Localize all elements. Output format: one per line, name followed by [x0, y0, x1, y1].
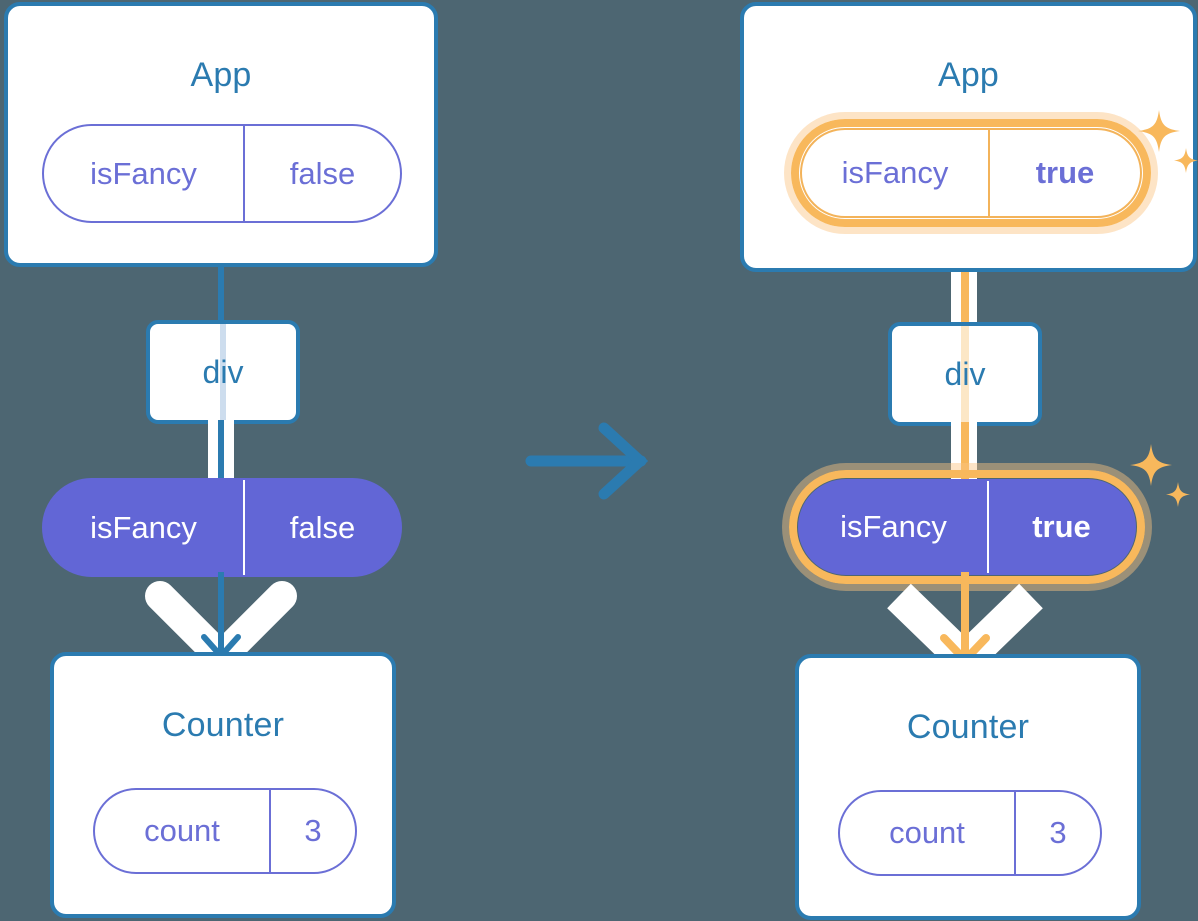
- pill-divider: [988, 130, 990, 216]
- node-div-label: div: [944, 355, 986, 392]
- pill-counter-count: count 3: [93, 788, 357, 874]
- pill-app-isfancy: isFancy true: [800, 128, 1142, 218]
- sparkles-app: [1138, 110, 1198, 173]
- connector-app-to-div: [218, 262, 224, 322]
- card-app: App isFancy false: [4, 2, 438, 267]
- card-counter-title: Counter: [906, 708, 1030, 746]
- sparkle-small-icon: [1166, 482, 1190, 507]
- pill-divider: [269, 790, 271, 872]
- panel-before: App isFancy false div isFancy false: [4, 2, 438, 918]
- pill-divider: [987, 481, 989, 573]
- sparkle-large-icon: [1130, 444, 1172, 486]
- card-app-title: App: [937, 56, 1000, 94]
- pill-app-isfancy: isFancy false: [42, 124, 402, 223]
- pill-prop-isfancy-key: isFancy: [90, 509, 197, 545]
- pill-counter-count-key: count: [889, 815, 965, 850]
- panel-after: App isFancy true div isFanc: [599, 0, 1198, 921]
- pill-app-isfancy-key: isFancy: [90, 155, 197, 191]
- sparkles-prop: [1130, 444, 1190, 507]
- sparkle-large-icon: [1138, 110, 1180, 152]
- pill-app-isfancy-key: isFancy: [841, 155, 949, 190]
- node-div: div: [888, 322, 1042, 426]
- pill-counter-count: count 3: [838, 790, 1102, 876]
- pill-prop-isfancy-value: true: [1032, 509, 1091, 544]
- card-counter-title: Counter: [161, 706, 285, 744]
- pill-divider: [243, 480, 245, 575]
- connector-through-div: [220, 324, 226, 420]
- node-div: div: [146, 320, 300, 424]
- card-app: App isFancy true: [740, 2, 1198, 272]
- card-counter: Counter count 3: [795, 654, 1141, 920]
- connector-div-to-pill: [218, 420, 224, 498]
- connector-through-div: [961, 326, 969, 422]
- sparkle-small-icon: [1174, 148, 1198, 173]
- pill-divider: [1014, 792, 1016, 874]
- card-app-title: App: [190, 56, 252, 94]
- pill-counter-count-value: 3: [1049, 815, 1067, 850]
- pill-counter-count-value: 3: [304, 813, 322, 848]
- connector-div-to-pill: [961, 422, 969, 500]
- node-div-label: div: [202, 353, 244, 390]
- pill-app-isfancy-value: false: [289, 155, 356, 191]
- pill-counter-count-key: count: [144, 813, 220, 848]
- pill-prop-isfancy: isFancy true: [798, 479, 1136, 575]
- pill-divider: [243, 126, 245, 221]
- pill-prop-isfancy-value: false: [289, 509, 356, 545]
- arrow-right-icon: [525, 422, 649, 500]
- card-counter: Counter count 3: [50, 652, 396, 918]
- pill-app-isfancy-value: true: [1035, 155, 1095, 190]
- pill-prop-isfancy: isFancy false: [42, 478, 402, 577]
- pill-prop-isfancy-key: isFancy: [840, 509, 947, 544]
